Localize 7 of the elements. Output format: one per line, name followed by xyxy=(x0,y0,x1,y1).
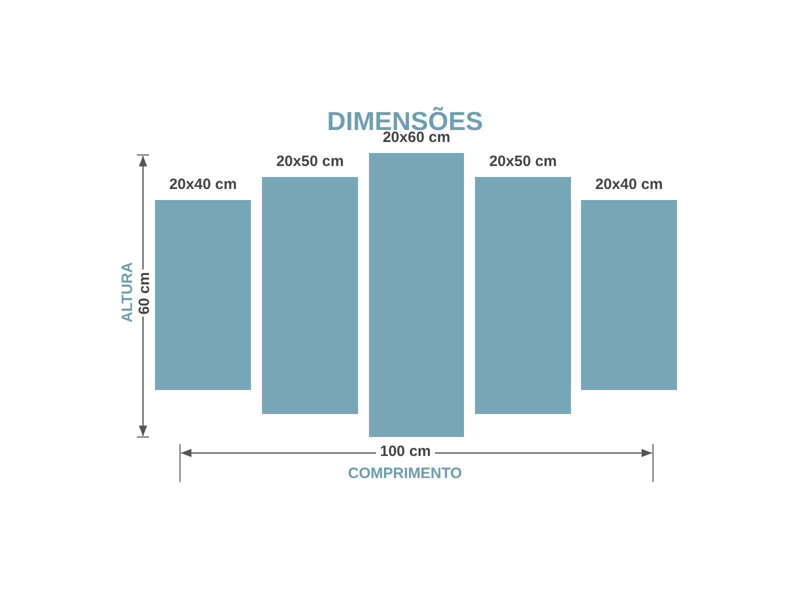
size-label: 20x40 cm xyxy=(168,176,238,193)
size-label: 20x50 cm xyxy=(275,153,345,170)
axis-title: COMPRIMENTO xyxy=(348,465,462,482)
size-label: 20x40 cm xyxy=(594,176,664,193)
size-label: 20x50 cm xyxy=(488,153,558,170)
axis-title: ALTURA xyxy=(119,262,136,323)
size-label: 20x60 cm xyxy=(382,129,450,146)
